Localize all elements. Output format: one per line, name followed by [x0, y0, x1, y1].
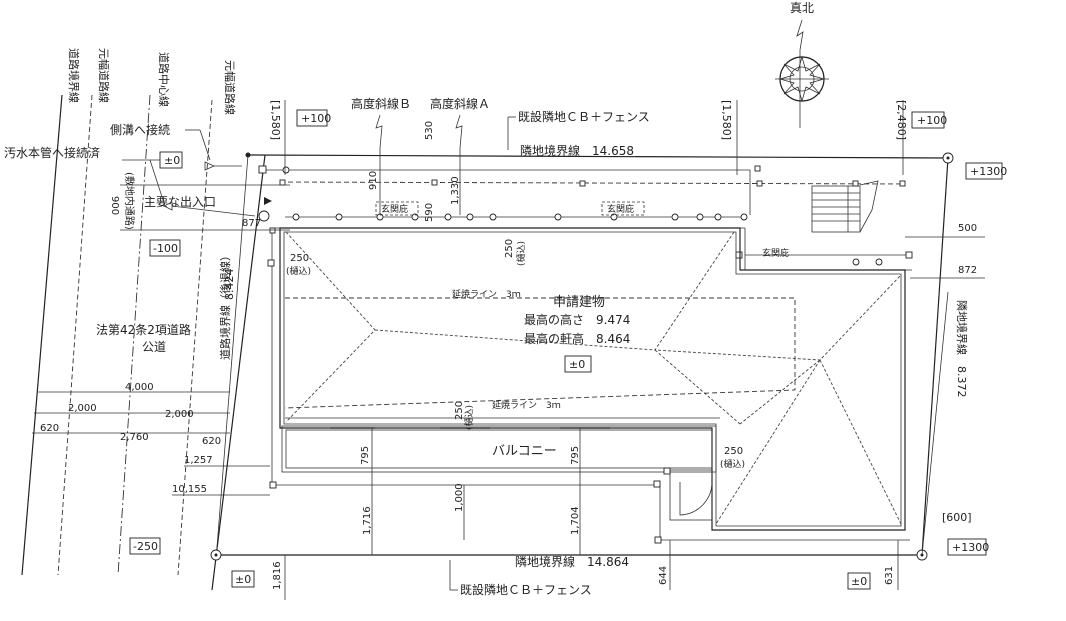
level-bottom-right: ±0: [851, 575, 867, 588]
dim-1716: 1,716: [362, 506, 373, 535]
level-1580-b: [1,580]: [720, 100, 733, 140]
dim-250-b: 250: [504, 239, 515, 258]
dim-10155: 10,155: [172, 484, 207, 495]
level-left-mid: -100: [153, 242, 178, 255]
dim-1000: 1,000: [454, 483, 465, 512]
gutter-note: 側溝へ接続: [110, 122, 170, 137]
dim-250-a-sub: (樋込): [286, 265, 311, 277]
neighbor-line-right: 隣地境界線 8.372: [955, 300, 969, 398]
balcony-label: バルコニー: [492, 444, 557, 459]
dim-644: 644: [658, 566, 669, 585]
slope-labels: 高度斜線Ｂ 高度斜線Ａ: [351, 96, 490, 215]
dim-620-a: 620: [40, 423, 59, 434]
dim-1704: 1,704: [570, 506, 581, 535]
original-road-line-label: 元幅道路線: [97, 48, 111, 103]
level-right-2: +1300: [952, 541, 989, 554]
building-labels: 申請建物 最高の高さ 9.474 最高の軒高 8.464 ±0 バルコニー 延焼…: [375, 201, 789, 459]
dim-620-b: 620: [202, 436, 221, 447]
dim-872: 872: [958, 265, 977, 276]
dim-530: 530: [424, 121, 435, 140]
building-max-eaves: 最高の軒高 8.464: [524, 331, 630, 346]
level-left-top: ±0: [164, 154, 180, 167]
north-arrow: 真北: [775, 1, 829, 128]
dim-4000: 4,000: [125, 382, 154, 393]
road-type-sub-label: 公道: [142, 340, 166, 354]
fence-lines: [258, 165, 913, 544]
level-2480: [2,480]: [895, 100, 908, 140]
dim-250-b-sub: (樋込): [515, 241, 527, 266]
fire-line-label-2: 延焼ライン 3ｍ: [492, 399, 561, 411]
porch-label-2: 玄関庇: [607, 203, 634, 215]
neighbor-line-top: 隣地境界線 14.658: [520, 143, 634, 158]
fence-bottom-label: 既設隣地ＣＢ＋フェンス: [460, 582, 592, 597]
neighbor-line-bottom: 隣地境界線 14.864: [515, 554, 629, 569]
slope-a-label: 高度斜線Ａ: [430, 96, 490, 111]
building-level: ±0: [569, 358, 585, 371]
dim-250-a: 250: [290, 253, 309, 264]
north-label: 真北: [790, 1, 814, 15]
dim-795-a: 795: [360, 446, 371, 465]
fence-top-label: 既設隣地ＣＢ＋フェンス: [518, 109, 650, 124]
dim-2760: 2,760: [120, 432, 149, 443]
road-boundary-length: 8.424: [223, 269, 236, 301]
level-markers: +100 +100 +1300 +1300 ±0 -100 -250 ±0 ±0…: [129, 100, 1007, 590]
dim-2000-a: 2,000: [68, 403, 97, 414]
dim-795-b: 795: [570, 446, 581, 465]
dim-1257: 1,257: [184, 455, 213, 466]
porch-label-3: 玄関庇: [762, 247, 789, 259]
original-road-line-label-2: 元幅道路線: [223, 60, 237, 115]
dim-250-c: 250: [454, 401, 465, 420]
dim-500: 500: [958, 223, 977, 234]
site-boundary: [210, 152, 954, 561]
dim-250-d: 250: [724, 446, 743, 457]
road-boundary-setback-label: 道路境界線（後退線）: [218, 250, 232, 360]
site-drive-label: (敷地内通路): [123, 172, 136, 230]
porch-label-1: 玄関庇: [381, 203, 408, 215]
dim-250-d-sub: (樋込): [720, 458, 745, 470]
fire-line-label-1: 延焼ライン 3ｍ: [452, 288, 521, 300]
road-lines: 道路境界線 元幅道路線 道路中心線 元幅道路線 道路境界線（後退線） 8.424…: [21, 48, 266, 591]
dimensions: 530 910 590 1,330 877 250 (樋込) 250 (樋込) …: [32, 121, 985, 600]
level-600: [600]: [942, 511, 972, 524]
road-center-line-label: 道路中心線: [157, 52, 171, 107]
dim-910: 910: [368, 171, 379, 190]
building-footprint: [279, 227, 906, 531]
dim-631: 631: [884, 566, 895, 585]
dim-590: 590: [424, 203, 435, 222]
dim-2000-b: 2,000: [165, 409, 194, 420]
building-title: 申請建物: [553, 295, 605, 310]
site-drive-label-900: 900: [109, 196, 120, 215]
main-entrance-note: 主要な出入口: [144, 195, 216, 209]
neighbor-labels: 既設隣地ＣＢ＋フェンス 隣地境界線 14.658 隣地境界線 14.864 既設…: [449, 109, 969, 597]
notes: 汚水本管へ接続済 側溝へ接続 主要な出入口 900 (敷地内通路): [4, 122, 290, 231]
level-right-1: +1300: [970, 165, 1007, 178]
level-left-bottom: -250: [133, 540, 158, 553]
dim-1816: 1,816: [272, 561, 283, 590]
dim-250-c-sub: (樋込): [463, 405, 475, 430]
dim-877: 877: [242, 218, 261, 229]
road-boundary-label: 道路境界線: [67, 48, 81, 103]
stair: [811, 180, 879, 233]
level-top-left: +100: [301, 112, 331, 125]
level-1580-a: [1,580]: [269, 100, 282, 140]
level-bottom-left: ±0: [235, 573, 251, 586]
fence-posts: [282, 166, 883, 266]
level-top-right: +100: [917, 114, 947, 127]
building-max-height: 最高の高さ 9.474: [524, 312, 630, 327]
sewer-note: 汚水本管へ接続済: [4, 145, 100, 160]
dim-1330: 1,330: [450, 176, 461, 205]
slope-b-label: 高度斜線Ｂ: [351, 96, 411, 111]
road-type-label: 法第42条2項道路: [96, 322, 191, 337]
